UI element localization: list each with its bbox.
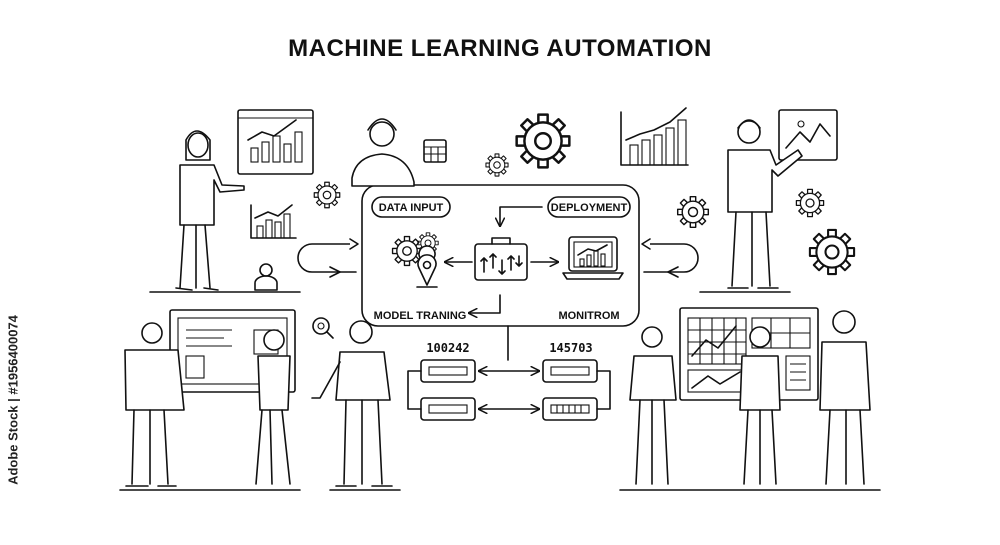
person-man-center xyxy=(311,320,401,491)
calendar-icon xyxy=(423,139,447,163)
data-input-step: DATA INPUT xyxy=(371,196,451,218)
bar-chart-board-icon xyxy=(237,109,314,175)
person-woman-bottom-left xyxy=(119,329,301,491)
person-woman-top-center xyxy=(351,118,415,187)
data-input-label: DATA INPUT xyxy=(379,202,444,214)
data-id-right: 145703 xyxy=(549,341,592,355)
whiteboard-right xyxy=(679,307,819,401)
monitoring-label: MONITROM xyxy=(558,310,619,322)
model-training-label: MODEL TRANING xyxy=(374,310,467,322)
deployment-label: DEPLOYMENT xyxy=(551,202,628,214)
data-flow: 100242 145703 xyxy=(407,325,611,421)
person-woman-top-left xyxy=(149,130,301,293)
person-woman-bottom-right-1 xyxy=(629,326,677,485)
laptop-chart-icon xyxy=(562,236,624,280)
person-woman-bottom-right-2 xyxy=(739,326,781,485)
process-arrows xyxy=(446,206,557,313)
search-icon xyxy=(312,317,334,339)
user-icon xyxy=(254,263,278,291)
side-arrows xyxy=(297,238,699,278)
person-man-bottom-right xyxy=(619,310,881,491)
bar-chart-icon xyxy=(250,204,297,239)
data-id-left: 100242 xyxy=(426,341,469,355)
presentation-board-icon xyxy=(778,109,838,161)
person-man-bottom-left xyxy=(124,322,185,487)
deployment-step: DEPLOYMENT xyxy=(547,196,631,218)
person-man-top-right xyxy=(699,119,803,293)
diagram-title: MACHINE LEARNING AUTOMATION xyxy=(288,35,712,62)
briefcase-icon xyxy=(474,237,528,281)
model-gears-icon xyxy=(391,232,439,288)
growth-chart-icon xyxy=(620,107,689,166)
